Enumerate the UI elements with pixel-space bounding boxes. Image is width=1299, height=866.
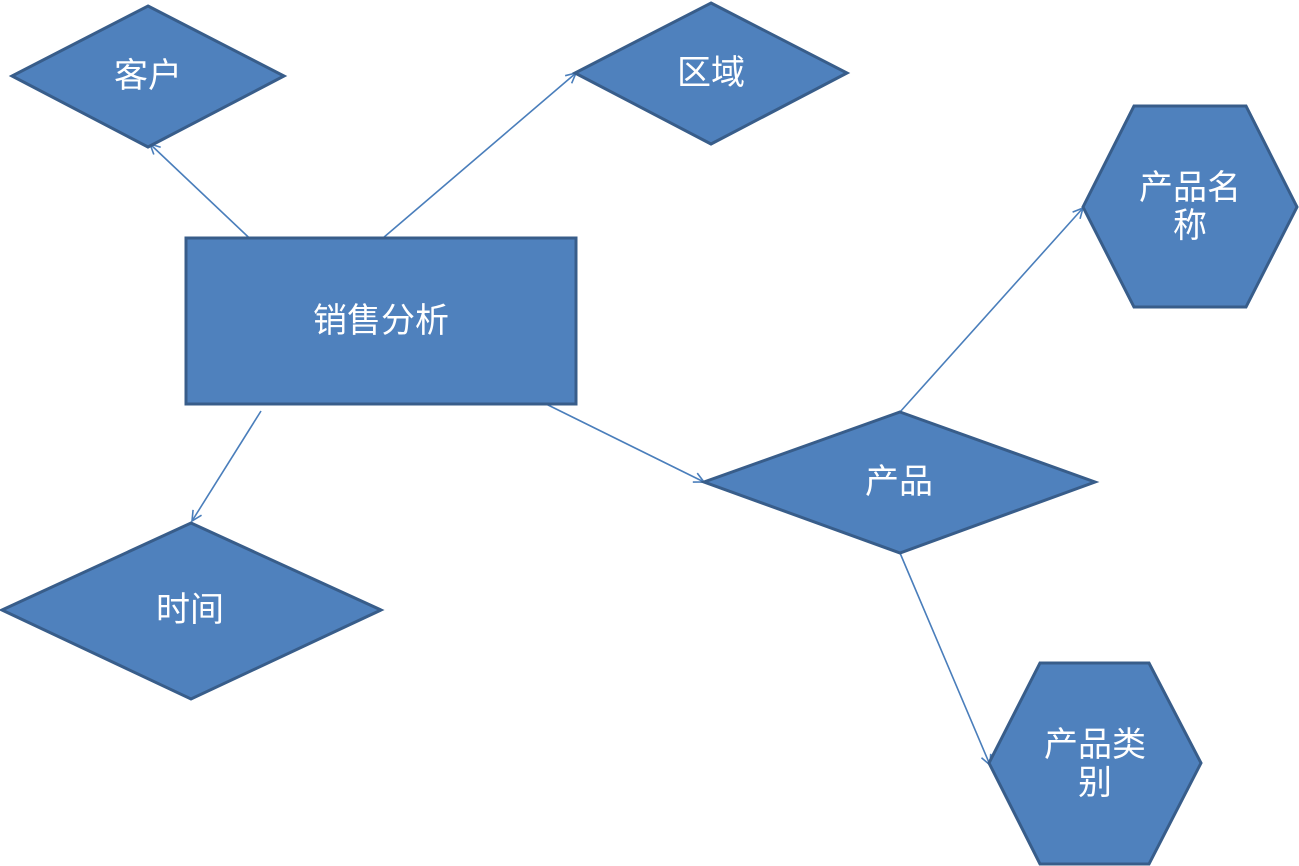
region-label: 区域 (677, 53, 745, 93)
product-name-label: 产品名 称 (1139, 168, 1241, 246)
product-diamond[interactable] (699, 410, 1100, 555)
edge-product-name (899, 208, 1083, 413)
region-diamond[interactable] (571, 1, 851, 146)
customer-diamond[interactable] (8, 4, 288, 149)
product-category-hexagon[interactable] (987, 661, 1203, 866)
edge-center-time (192, 410, 262, 521)
center-rectangle[interactable] (184, 236, 578, 406)
center-label: 销售分析 (313, 301, 449, 341)
time-label: 时间 (156, 590, 224, 630)
edge-center-product (545, 403, 704, 482)
edge-center-region (382, 73, 576, 239)
product-name-hexagon[interactable] (1081, 104, 1299, 309)
product-category-label: 产品类 别 (1044, 725, 1146, 803)
edge-product-category (899, 552, 990, 765)
time-diamond[interactable] (0, 521, 385, 701)
product-label: 产品 (865, 462, 933, 502)
customer-label: 客户 (114, 56, 182, 96)
